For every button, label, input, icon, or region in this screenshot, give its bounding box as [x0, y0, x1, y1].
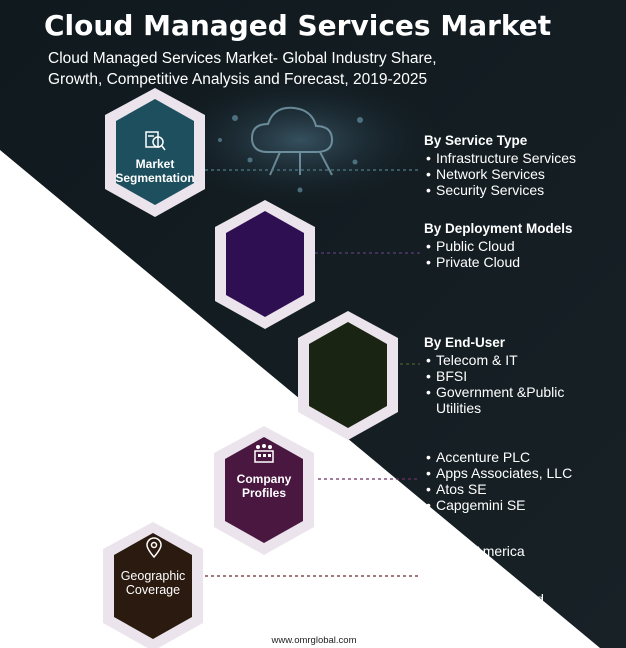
- list-item: Infrastructure Services: [424, 150, 624, 166]
- section-heading: By Deployment Models: [424, 221, 573, 236]
- section-heading: By Service Type: [424, 133, 528, 148]
- hex-market-segmentation: [105, 88, 205, 217]
- regions-block: North America Europe Asia-Pacific Rest o…: [424, 543, 624, 607]
- page-title: Cloud Managed Services Market: [44, 9, 552, 42]
- list-item: Apps Associates, LLC: [424, 465, 624, 481]
- list-item: Network Services: [424, 166, 624, 182]
- page-subtitle: Cloud Managed Services Market- Global In…: [48, 48, 608, 90]
- list-item: Europe: [424, 559, 624, 575]
- list-item: Telecom & IT: [424, 352, 624, 368]
- list-item: Security Services: [424, 182, 624, 198]
- deployment-block: By Deployment Models Public Cloud Privat…: [424, 221, 624, 270]
- section-heading: By End-User: [424, 335, 506, 350]
- list-item: Atos SE: [424, 481, 624, 497]
- list-item: Accenture PLC: [424, 449, 624, 465]
- section-list: Telecom & IT BFSI Government &Public Uti…: [424, 352, 624, 416]
- connector-lines: [205, 169, 420, 577]
- hex-deployment: [215, 200, 315, 329]
- list-item: Capgemini SE: [424, 497, 624, 513]
- hex-company-profiles: [214, 426, 314, 555]
- end-user-block: By End-User Telecom & IT BFSI Government…: [424, 335, 624, 416]
- footer-url: www.omrglobal.com: [262, 633, 366, 648]
- segmentation-icon: [145, 131, 166, 151]
- list-item: North America: [424, 543, 624, 559]
- list-item: BFSI: [424, 368, 624, 384]
- companies-block: Accenture PLC Apps Associates, LLC Atos …: [424, 449, 624, 513]
- list-item: Public Cloud: [424, 238, 624, 254]
- hex-geographic-coverage: [103, 522, 203, 648]
- location-pin-icon: [146, 537, 162, 559]
- company-building-icon: [254, 444, 274, 463]
- section-list: Public Cloud Private Cloud: [424, 238, 624, 270]
- list-item: Private Cloud: [424, 254, 624, 270]
- subtitle-line-1: Cloud Managed Services Market- Global In…: [48, 50, 437, 67]
- list-item: Government &Public Utilities: [424, 384, 606, 416]
- section-list: Accenture PLC Apps Associates, LLC Atos …: [424, 449, 624, 513]
- list-item: Rest of the World: [424, 591, 624, 607]
- cloud-glow: [150, 70, 450, 210]
- hex-end-user: [298, 311, 398, 440]
- list-item: Asia-Pacific: [424, 575, 624, 591]
- network-dots: [218, 115, 363, 193]
- section-list: Infrastructure Services Network Services…: [424, 150, 624, 198]
- subtitle-line-2: Growth, Competitive Analysis and Forecas…: [48, 71, 428, 88]
- section-list: North America Europe Asia-Pacific Rest o…: [424, 543, 624, 607]
- cloud-icon: [250, 106, 334, 176]
- service-type-block: By Service Type Infrastructure Services …: [424, 133, 624, 198]
